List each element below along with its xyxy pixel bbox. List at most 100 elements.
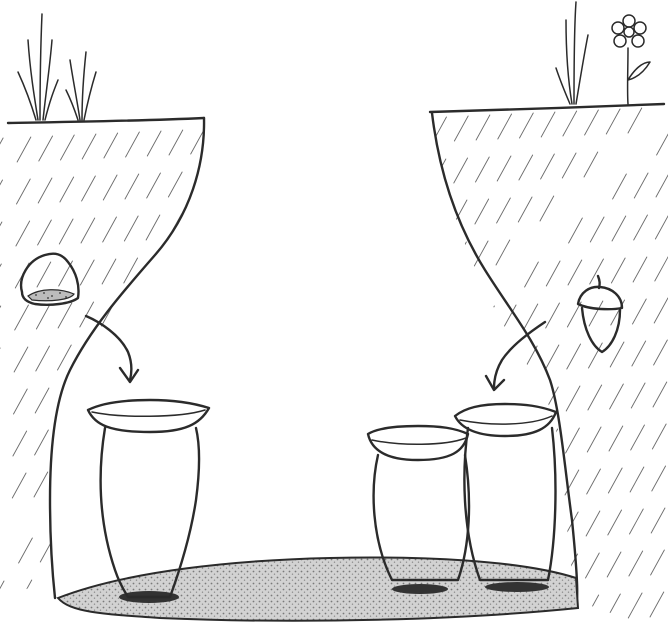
hatch-stroke (605, 108, 621, 135)
hatch-stroke (479, 347, 495, 374)
hatch-stroke (583, 151, 599, 178)
hatch-stroke (143, 340, 159, 367)
arrow-right (484, 320, 547, 392)
hatch-stroke (145, 256, 160, 283)
hatch-stroke (588, 342, 603, 369)
hatch-stroke (565, 427, 580, 454)
hatch-stroke (13, 388, 28, 415)
hatch-stroke (14, 304, 29, 331)
hatch-stroke (628, 550, 644, 577)
storage-pot-right-back (453, 402, 558, 592)
hatch-stroke (191, 529, 204, 556)
hatch-stroke (501, 304, 517, 331)
hatch-stroke (146, 172, 161, 199)
hatch-stroke (189, 212, 204, 239)
chestnut-icon (19, 252, 80, 306)
hatch-stroke (58, 218, 74, 245)
hatch-stroke (100, 342, 116, 369)
hatch-stroke (11, 472, 27, 499)
hatch-stroke (561, 152, 577, 179)
hatch-stroke (589, 216, 605, 243)
hatch-stroke (83, 619, 97, 634)
hatch-stroke (453, 115, 469, 142)
hatch-stroke (457, 348, 473, 375)
hatch-stroke (478, 389, 494, 416)
hatch-stroke (121, 383, 137, 410)
hatch-stroke (16, 178, 31, 205)
hatch-stroke (127, 490, 142, 517)
hatch-stroke (0, 221, 3, 237)
hatch-stroke (16, 136, 32, 163)
hatch-stroke (520, 513, 536, 540)
hatch-stroke (497, 113, 512, 140)
hatch-stroke (608, 425, 624, 452)
hatch-stroke (83, 492, 99, 519)
hatch-stroke (477, 515, 492, 542)
hatch-stroke (57, 344, 72, 371)
hatch-stroke (57, 302, 73, 329)
hatch-stroke (631, 340, 647, 367)
acorn-icon (576, 274, 624, 354)
hatch-stroke (435, 391, 451, 418)
hatch-stroke (34, 429, 49, 456)
hatch-stroke (606, 593, 621, 620)
hatch-stroke (585, 552, 600, 579)
hatch-stroke (453, 157, 468, 184)
hatch-stroke (17, 579, 33, 600)
hatch-stroke (632, 256, 648, 283)
hatch-stroke (39, 578, 54, 600)
hatch-stroke (609, 383, 624, 410)
hatch-stroke (15, 220, 31, 247)
hatch-stroke (432, 284, 445, 311)
hatch-stroke (496, 197, 511, 224)
hatch-stroke (0, 305, 2, 321)
soil-hatching-left (0, 128, 204, 634)
hatch-stroke (36, 261, 52, 288)
hatch-stroke (567, 259, 583, 286)
hatch-stroke (148, 489, 164, 516)
hatch-stroke (125, 131, 140, 158)
hatch-stroke (106, 449, 121, 476)
hatch-stroke (540, 153, 555, 180)
hatch-stroke (539, 195, 555, 222)
hatch-stroke (149, 447, 165, 474)
hatch-stroke (103, 132, 119, 159)
hatch-stroke (586, 468, 601, 495)
hatch-stroke (544, 344, 560, 371)
hatch-stroke (77, 427, 93, 454)
hatch-stroke (60, 134, 75, 161)
hatch-stroke (33, 471, 49, 498)
grass-tuft-icon (17, 13, 59, 121)
hatch-stroke (545, 302, 560, 329)
hatch-stroke (187, 296, 203, 323)
hatch-stroke (475, 156, 490, 183)
hatch-stroke (167, 171, 183, 198)
ground-surface-right (428, 102, 666, 114)
hatch-stroke (562, 110, 578, 137)
hatch-stroke (473, 240, 489, 267)
hatch-stroke (34, 387, 50, 414)
hatch-stroke (105, 491, 121, 518)
hatch-stroke (584, 594, 600, 621)
hatch-stroke (18, 537, 33, 564)
hatch-stroke (126, 532, 142, 559)
hatch-stroke (55, 428, 71, 455)
hatch-stroke (585, 510, 601, 537)
hatch-stroke (81, 175, 96, 202)
hatch-stroke (588, 300, 604, 327)
hatch-stroke (545, 260, 561, 287)
hatch-stroke (0, 263, 2, 279)
pit-floor (56, 556, 580, 622)
hatch-stroke (432, 200, 446, 227)
hatch-stroke (653, 297, 668, 324)
hatch-stroke (0, 179, 3, 195)
hatch-stroke (168, 129, 184, 156)
hatch-stroke (101, 258, 117, 285)
hatch-stroke (0, 580, 5, 596)
grass-tuft-icon (555, 1, 589, 105)
hatch-stroke (432, 242, 446, 269)
hatch-stroke (150, 405, 165, 432)
hatch-stroke (17, 622, 31, 634)
hatch-stroke (79, 301, 95, 328)
hatch-stroke (627, 107, 643, 134)
